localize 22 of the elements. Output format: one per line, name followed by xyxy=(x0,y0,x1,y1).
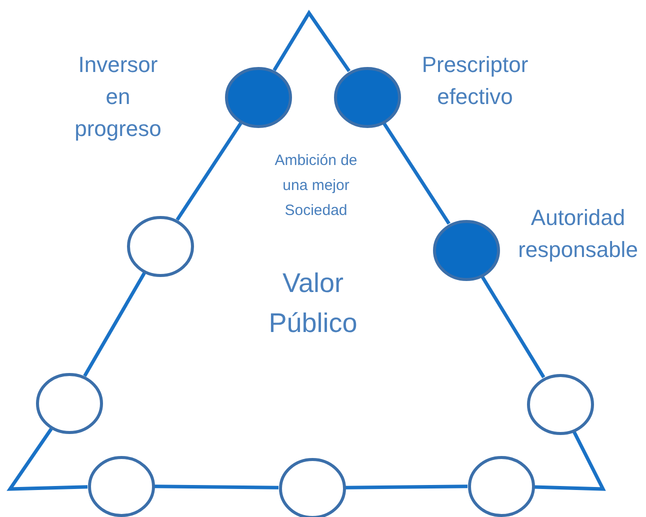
connector-line xyxy=(176,122,242,221)
connector-line xyxy=(154,484,279,490)
empty-circle xyxy=(126,216,194,276)
connector-line xyxy=(480,276,546,378)
node-caption: Autoridad responsable xyxy=(517,204,639,264)
empty-circle xyxy=(36,372,102,434)
node-caption: Prescriptor efectivo xyxy=(420,51,530,111)
connector-line xyxy=(534,430,606,491)
node-caption: Inversor en progreso xyxy=(74,51,162,143)
connector-line xyxy=(6,428,88,491)
subtitle-text: Ambición de una mejor Sociedad xyxy=(274,151,358,221)
empty-circle xyxy=(526,374,594,434)
empty-circle xyxy=(468,456,534,516)
empty-circle xyxy=(88,456,154,516)
filled-circle xyxy=(224,66,292,128)
connector-line xyxy=(382,122,450,225)
center-title: Valor Público xyxy=(268,267,358,340)
connector-line xyxy=(272,10,351,72)
connector-line xyxy=(83,272,146,377)
filled-circle xyxy=(334,66,400,128)
connector-line xyxy=(345,484,468,490)
filled-circle xyxy=(432,220,500,280)
